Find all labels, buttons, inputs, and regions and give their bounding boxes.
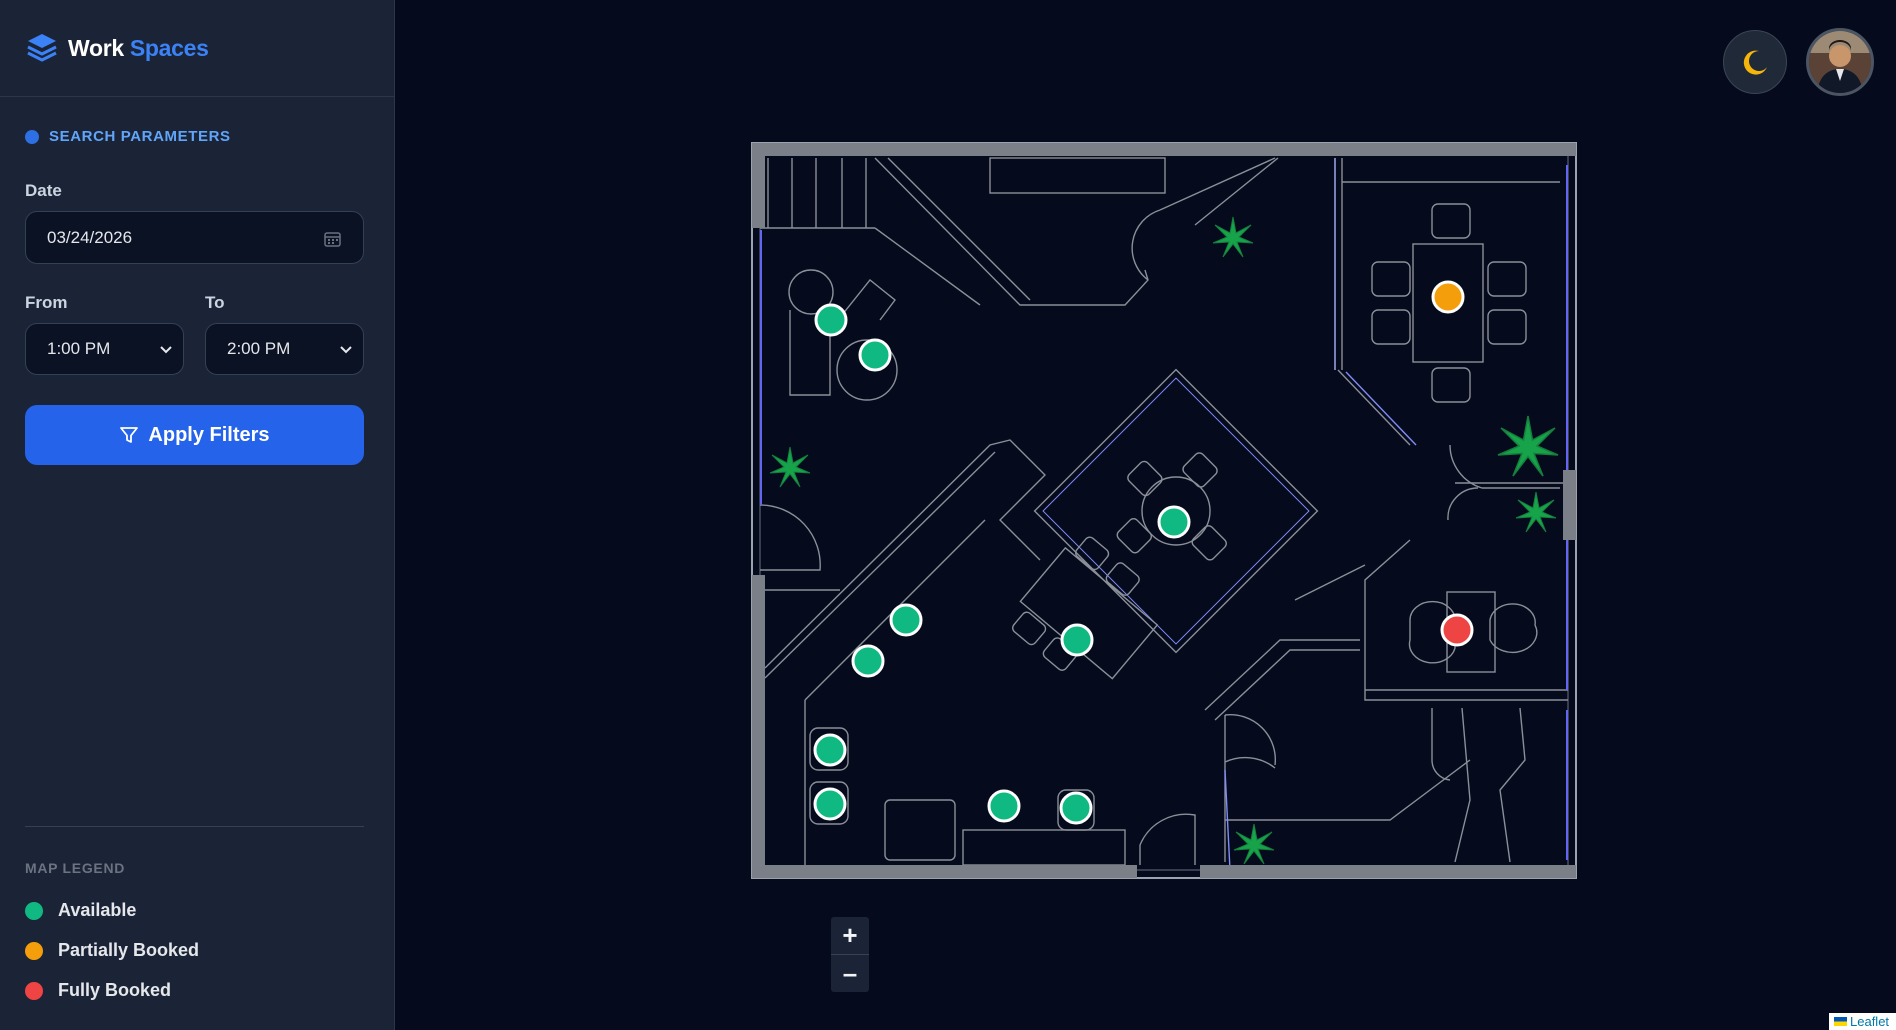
from-label: From <box>25 293 68 312</box>
map-attribution[interactable]: Leaflet <box>1829 1013 1896 1030</box>
layers-icon <box>27 34 57 62</box>
search-parameters-heading: SEARCH PARAMETERS <box>25 128 231 145</box>
zoom-in-button[interactable]: + <box>842 920 858 950</box>
seat-marker-available[interactable] <box>1157 505 1191 539</box>
seat-marker-available[interactable] <box>1059 791 1093 825</box>
legend-title: MAP LEGEND <box>25 860 126 876</box>
legend-label: Available <box>58 900 137 920</box>
seat-marker-booked[interactable] <box>1440 613 1474 647</box>
user-photo-icon <box>1809 31 1871 93</box>
calendar-icon[interactable] <box>324 231 341 247</box>
floor-plan[interactable] <box>396 0 1896 1030</box>
partial-dot-icon <box>25 941 43 960</box>
zoom-control[interactable]: + – <box>831 917 869 992</box>
apply-filters-label: Apply Filters <box>148 423 270 446</box>
to-value: 2:00 PM <box>227 339 291 358</box>
from-time-select[interactable]: 1:00 PM <box>25 323 184 375</box>
legend-label: Partially Booked <box>58 940 200 960</box>
chevron-down-icon <box>160 346 172 354</box>
seat-marker-available[interactable] <box>987 789 1021 823</box>
legend-item-fully-booked: Fully Booked <box>25 980 171 1001</box>
available-dot-icon <box>25 901 43 920</box>
date-value: 03/24/2026 <box>47 227 133 247</box>
theme-toggle-button[interactable] <box>1723 30 1787 94</box>
seat-marker-available[interactable] <box>851 644 885 678</box>
seat-marker-available[interactable] <box>813 733 847 767</box>
date-input[interactable]: 03/24/2026 <box>25 211 364 264</box>
zoom-separator <box>831 954 869 955</box>
seat-marker-available[interactable] <box>858 338 892 372</box>
attribution-text: Leaflet <box>1850 1014 1890 1029</box>
map-canvas[interactable]: + – <box>396 0 1896 1030</box>
moon-icon <box>1743 50 1767 75</box>
booked-dot-icon <box>25 981 43 1000</box>
to-time-select[interactable]: 2:00 PM <box>205 323 364 375</box>
seat-marker-available[interactable] <box>1060 623 1094 657</box>
seat-marker-available[interactable] <box>814 303 848 337</box>
section-dot-icon <box>25 129 39 144</box>
chevron-down-icon <box>340 346 352 354</box>
seat-marker-available[interactable] <box>889 603 923 637</box>
apply-filters-button[interactable]: Apply Filters <box>25 405 364 465</box>
from-value: 1:00 PM <box>47 339 111 358</box>
avatar[interactable] <box>1806 28 1874 96</box>
flag-icon <box>1834 1017 1847 1026</box>
brand-word-spaces: Spaces <box>129 34 209 61</box>
section-title: SEARCH PARAMETERS <box>49 128 231 145</box>
date-label: Date <box>25 181 62 200</box>
brand-word-work: Work <box>68 34 124 61</box>
filter-icon <box>120 427 139 443</box>
zoom-out-button[interactable]: – <box>842 958 858 988</box>
seat-marker-partial[interactable] <box>1431 280 1465 314</box>
legend-divider <box>25 826 364 827</box>
seat-marker-available[interactable] <box>813 787 847 821</box>
to-label: To <box>205 293 225 312</box>
legend-item-available: Available <box>25 900 136 921</box>
legend-label: Fully Booked <box>58 980 172 1000</box>
legend-item-partially-booked: Partially Booked <box>25 940 199 961</box>
